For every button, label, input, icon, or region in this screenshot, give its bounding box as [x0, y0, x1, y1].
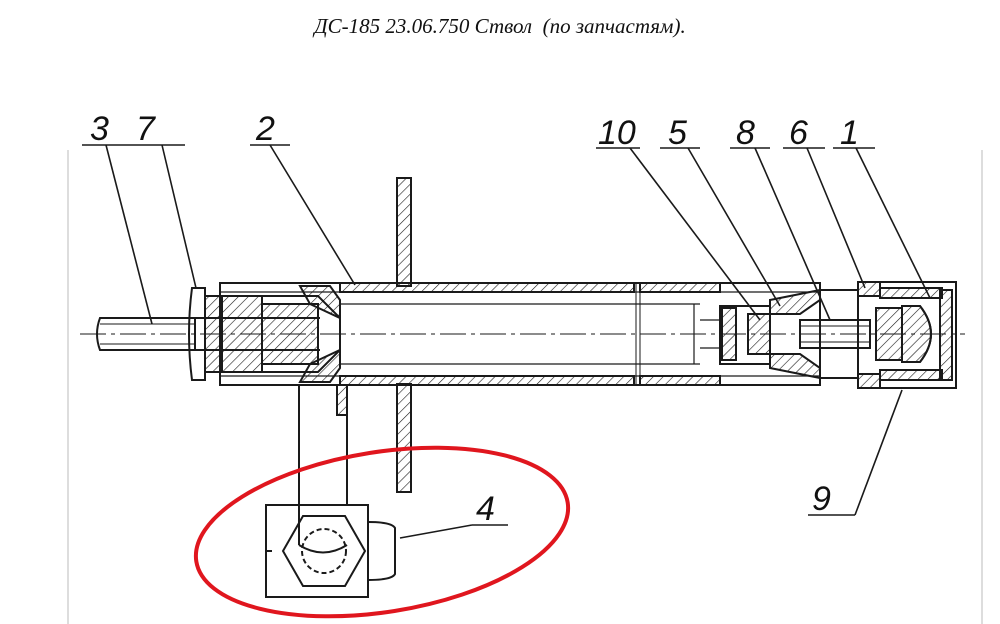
label-part-7: 7 [136, 110, 156, 148]
body-tube-part-2 [219, 282, 821, 386]
head-assembly-parts-1-6-9 [820, 281, 957, 389]
leader-lines [82, 144, 931, 539]
label-part-8: 8 [736, 114, 755, 152]
packing-block-left [221, 285, 341, 383]
mounting-flange [396, 177, 412, 493]
label-part-10: 10 [598, 114, 636, 152]
part-number-labels: 3 7 2 10 5 8 6 1 9 4 [90, 110, 859, 528]
end-cap-part-7 [188, 287, 222, 381]
valve-parts-10-5-8 [700, 288, 871, 380]
label-part-5: 5 [668, 114, 687, 152]
label-part-9: 9 [812, 480, 831, 518]
drawing-title: ДС-185 23.06.750 Ствол (по запчастям). [314, 14, 686, 38]
assembly-group [80, 144, 965, 598]
hex-fitting-part-4 [265, 504, 396, 598]
highlight-ellipse [193, 445, 571, 619]
label-part-2: 2 [255, 110, 275, 148]
label-part-4: 4 [476, 490, 495, 528]
label-part-3: 3 [90, 110, 109, 148]
label-part-1: 1 [840, 114, 859, 152]
label-part-6: 6 [789, 114, 808, 152]
